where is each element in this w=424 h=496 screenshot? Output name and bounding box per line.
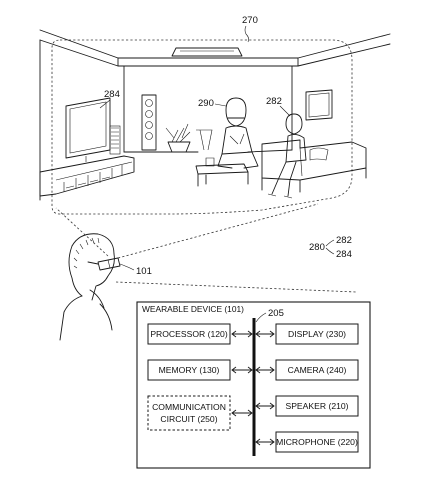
- display-block: [275, 323, 359, 345]
- ref-group-main: 280: [309, 242, 325, 253]
- leader-group: [325, 239, 335, 255]
- seated-person: [267, 113, 307, 199]
- microphone-connector: [255, 438, 275, 446]
- speaker-connector: [255, 402, 275, 410]
- processor-block: [147, 323, 231, 345]
- camera-label: CAMERA (240): [288, 365, 347, 375]
- tv-object: [65, 97, 121, 162]
- processor-connector: [231, 330, 253, 338]
- ref-group-sub-a: 282: [336, 235, 352, 246]
- leader-tv: [99, 99, 111, 109]
- microphone-label: MICROPHONE (220): [276, 437, 358, 447]
- seated-woman: [217, 97, 259, 169]
- sofa: [261, 139, 367, 193]
- living-room-scene: [39, 29, 391, 215]
- tv-console: [39, 155, 135, 197]
- camera-block: [275, 359, 359, 381]
- ref-glasses: 101: [136, 266, 152, 277]
- wearable-device-block: WEARABLE DEVICE (101) 205 PROCESSOR (120…: [136, 301, 371, 469]
- microphone-block: [275, 431, 359, 453]
- communication-connector: [231, 409, 253, 417]
- view-line-right: [117, 203, 319, 259]
- user-head: [59, 233, 115, 341]
- coffee-table: [195, 157, 249, 187]
- memory-connector: [231, 366, 253, 374]
- processor-label: PROCESSOR (120): [150, 329, 228, 339]
- display-connector: [255, 330, 275, 338]
- view-line-left: [55, 207, 109, 257]
- communication-block: [147, 395, 231, 431]
- plant: [165, 123, 191, 153]
- leader-glasses: [119, 263, 135, 271]
- smart-glasses-icon: [87, 257, 121, 271]
- communication-label-2: CIRCUIT (250): [160, 414, 217, 424]
- memory-block: [147, 359, 231, 381]
- display-label: DISPLAY (230): [288, 329, 346, 339]
- floor-speaker: [141, 94, 157, 151]
- ref-bus: 205: [268, 308, 284, 319]
- ref-person: 282: [266, 96, 282, 107]
- leader-bus: [255, 312, 267, 323]
- leader-room: [244, 25, 249, 43]
- communication-label-1: COMMUNICATION: [152, 402, 226, 412]
- leader-person: [279, 105, 291, 117]
- view-line-lower: [115, 281, 357, 293]
- ref-woman: 290: [198, 98, 214, 109]
- ref-room: 270: [242, 15, 258, 26]
- camera-connector: [255, 366, 275, 374]
- speaker-label: SPEAKER (210): [285, 401, 348, 411]
- memory-label: MEMORY (130): [159, 365, 220, 375]
- ref-group-sub-b: 284: [336, 249, 352, 260]
- ref-tv: 284: [104, 89, 120, 100]
- wall-picture: [305, 89, 333, 121]
- leader-woman: [214, 103, 227, 107]
- device-title: WEARABLE DEVICE (101): [142, 304, 244, 314]
- speaker-block: [275, 395, 359, 417]
